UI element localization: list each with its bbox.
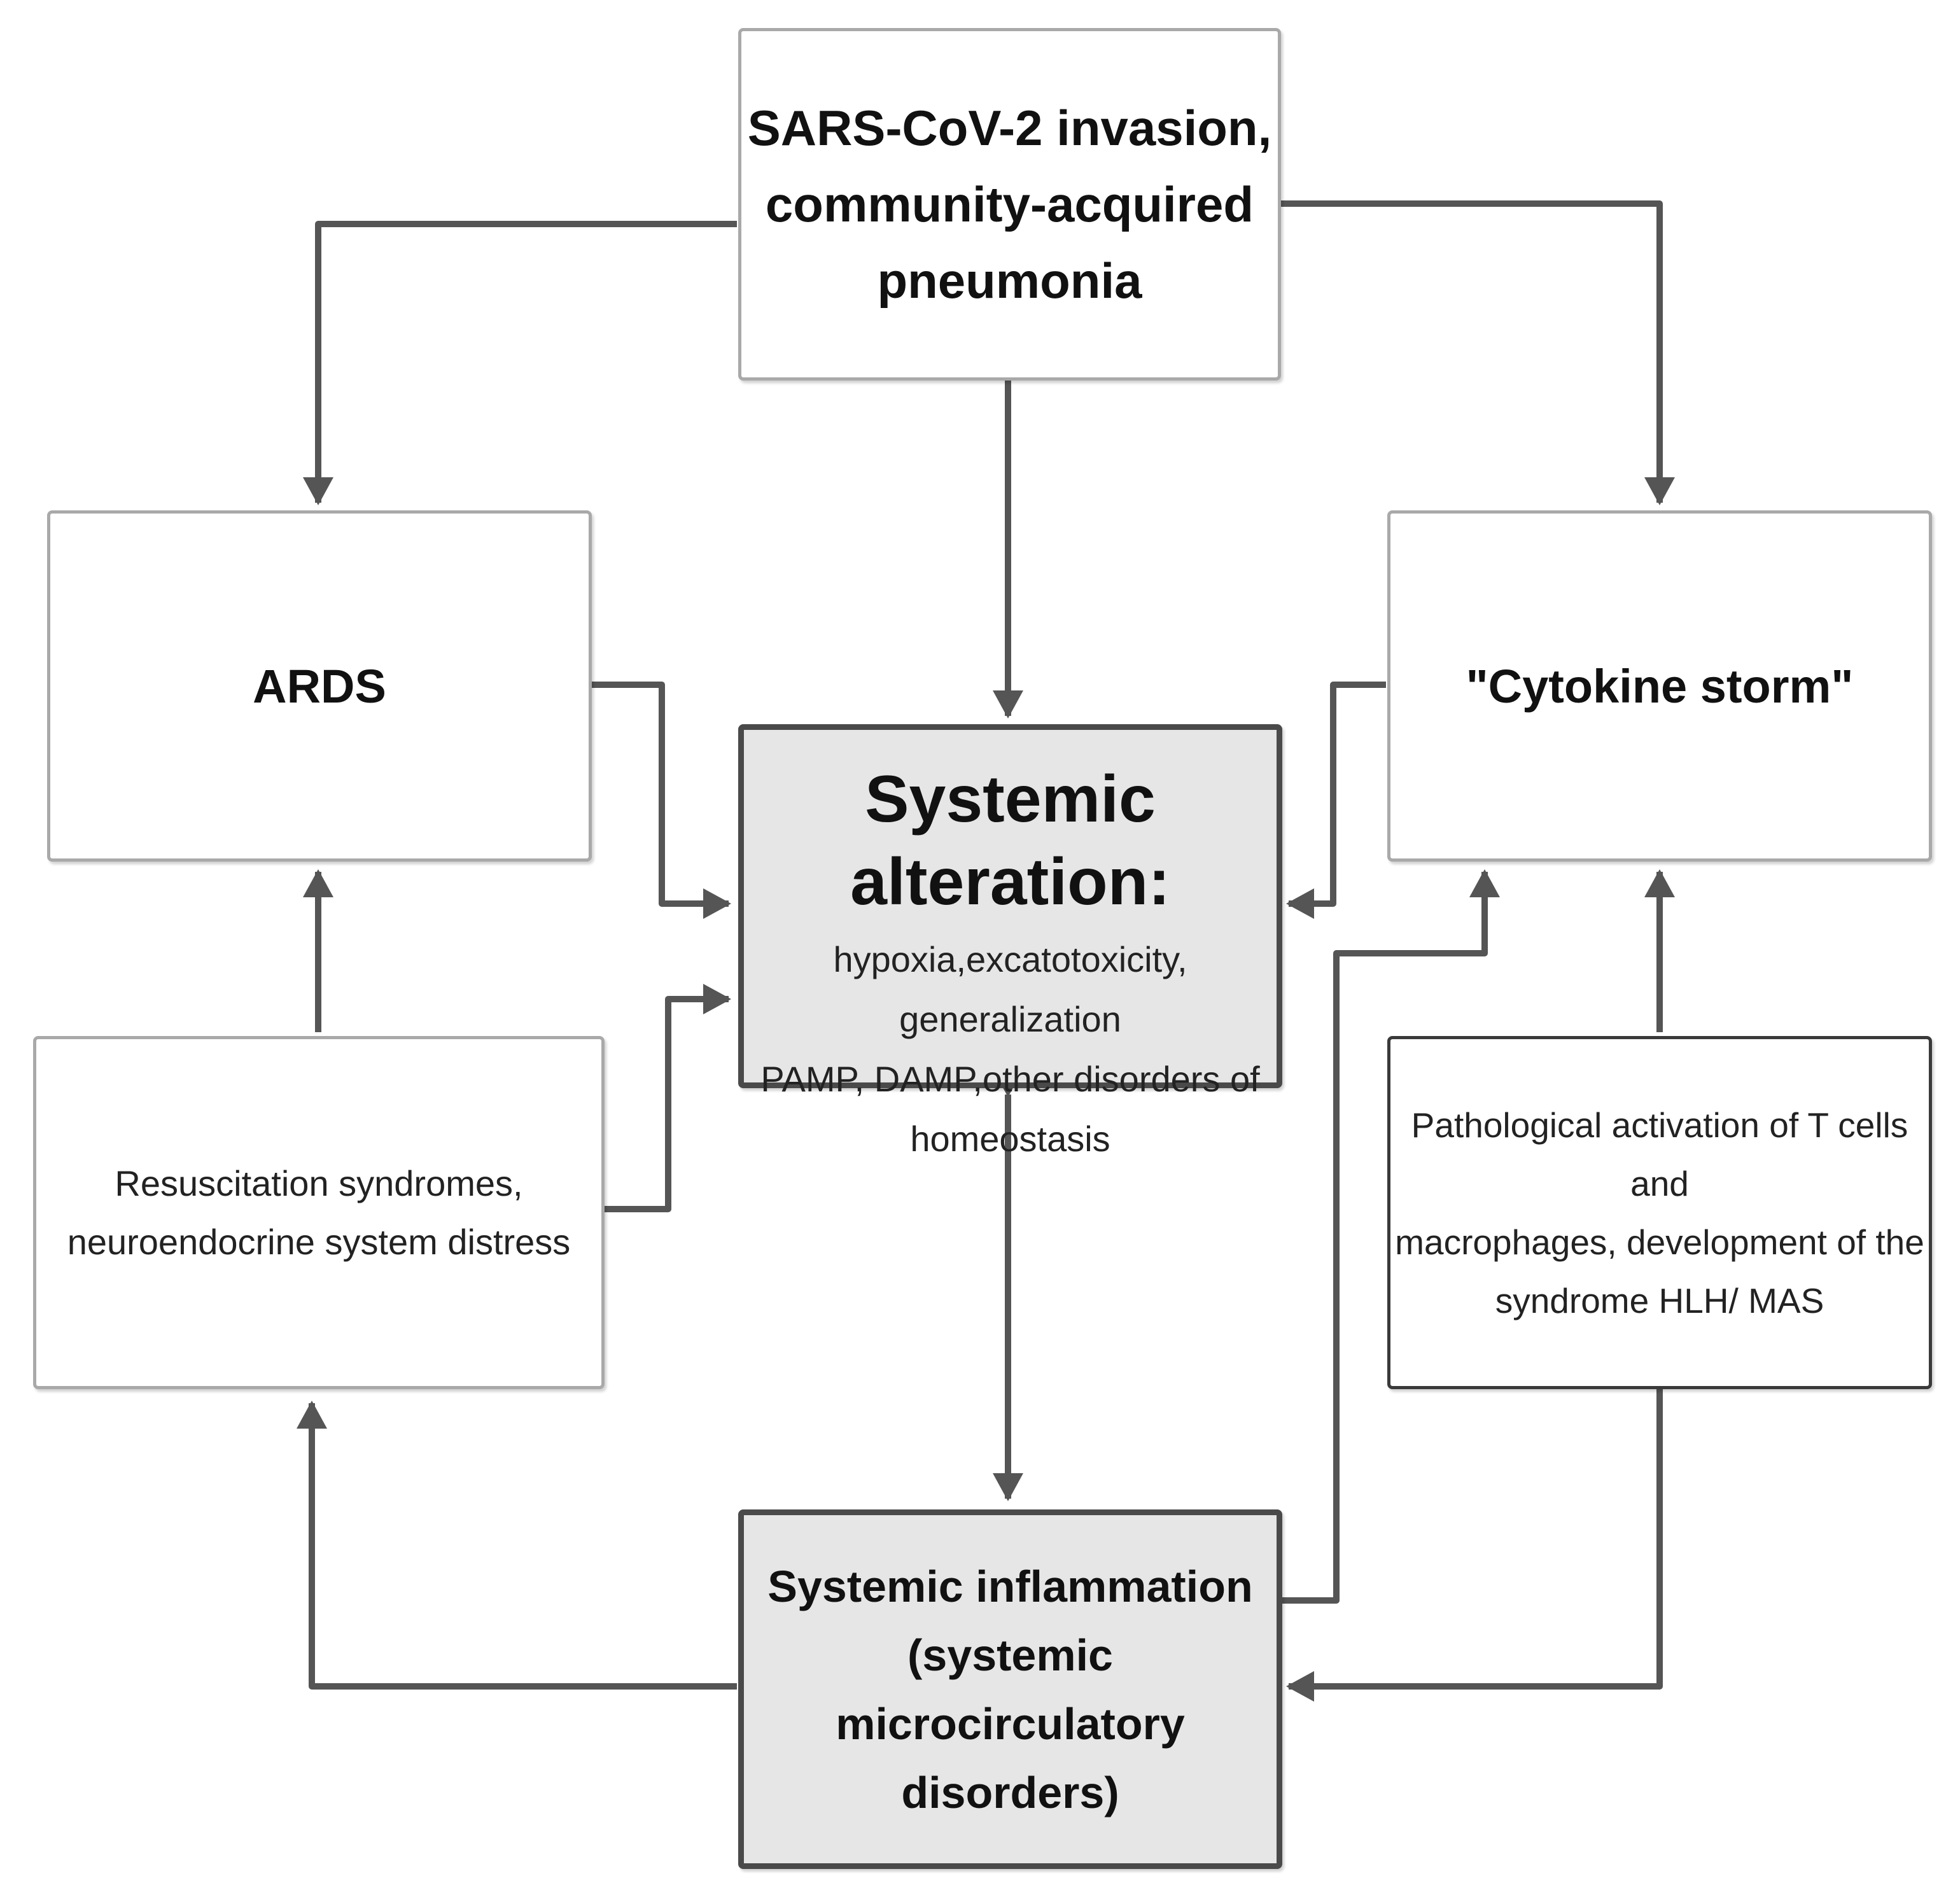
arrow-sars-to-cytokine: [1281, 200, 1675, 505]
resuscitation-text: Resuscitation syndromes, neuroendocrine …: [67, 1154, 571, 1271]
systemic-alteration-details: hypoxia,excatotoxicity, generalization P…: [744, 930, 1277, 1169]
cytokine-storm-box: "Cytokine storm": [1387, 510, 1932, 862]
arrow-ards-to-alteration: [592, 682, 731, 919]
ards-text: ARDS: [253, 659, 386, 713]
ards-label: ARDS: [253, 659, 386, 713]
cytokine-storm-text: "Cytokine storm": [1466, 659, 1854, 713]
arrow-cytokine-to-alteration: [1286, 682, 1386, 919]
resuscitation-box: Resuscitation syndromes, neuroendocrine …: [33, 1036, 605, 1389]
inflammation-line-1: Systemic inflammation: [767, 1561, 1253, 1611]
systemic-inflammation-box: Systemic inflammation (systemic microcir…: [738, 1509, 1282, 1869]
sars-line-3: pneumonia: [877, 253, 1142, 309]
alteration-line-3: homeostasis: [910, 1119, 1110, 1159]
arrow-inflammation-to-cytokine: [1281, 869, 1500, 1604]
pathological-activation-box: Pathological activation of T cells and m…: [1387, 1036, 1932, 1389]
systemic-inflammation-text: Systemic inflammation (systemic microcir…: [744, 1552, 1277, 1827]
pathological-line-1: Pathological activation of T cells and: [1411, 1105, 1908, 1203]
pathological-activation-text: Pathological activation of T cells and m…: [1390, 1096, 1929, 1330]
inflammation-line-2: (systemic microcirculatory: [836, 1630, 1185, 1749]
pathological-line-3: syndrome HLH/ MAS: [1495, 1280, 1824, 1320]
cytokine-storm-label: "Cytokine storm": [1466, 659, 1854, 713]
alteration-line-2: PAMP, DAMP,other disorders of: [760, 1059, 1260, 1099]
sars-cov-2-box: SARS-CoV-2 invasion, community-acquired …: [738, 28, 1281, 381]
sars-cov-2-text: SARS-CoV-2 invasion, community-acquired …: [748, 90, 1272, 319]
ards-box: ARDS: [47, 510, 592, 862]
pathological-line-2: macrophages, development of the: [1395, 1222, 1924, 1262]
sars-line-2: community-acquired: [765, 176, 1254, 232]
inflammation-line-3: disorders): [901, 1767, 1119, 1817]
arrow-sars-to-ards: [303, 221, 737, 505]
systemic-alteration-box: Systemic alteration: hypoxia,excatotoxic…: [738, 724, 1282, 1159]
resuscitation-line-1: Resuscitation syndromes,: [115, 1163, 523, 1203]
alteration-line-1: hypoxia,excatotoxicity, generalization: [833, 939, 1187, 1039]
resuscitation-line-2: neuroendocrine system distress: [67, 1221, 571, 1262]
arrow-inflammation-to-resuscitation: [297, 1401, 737, 1690]
arrow-pathological-to-inflammation: [1286, 1387, 1663, 1702]
sars-line-1: SARS-CoV-2 invasion,: [747, 100, 1272, 156]
systemic-alteration-title: Systemic alteration:: [850, 762, 1170, 919]
arrow-resuscitation-to-alteration: [605, 984, 731, 1212]
